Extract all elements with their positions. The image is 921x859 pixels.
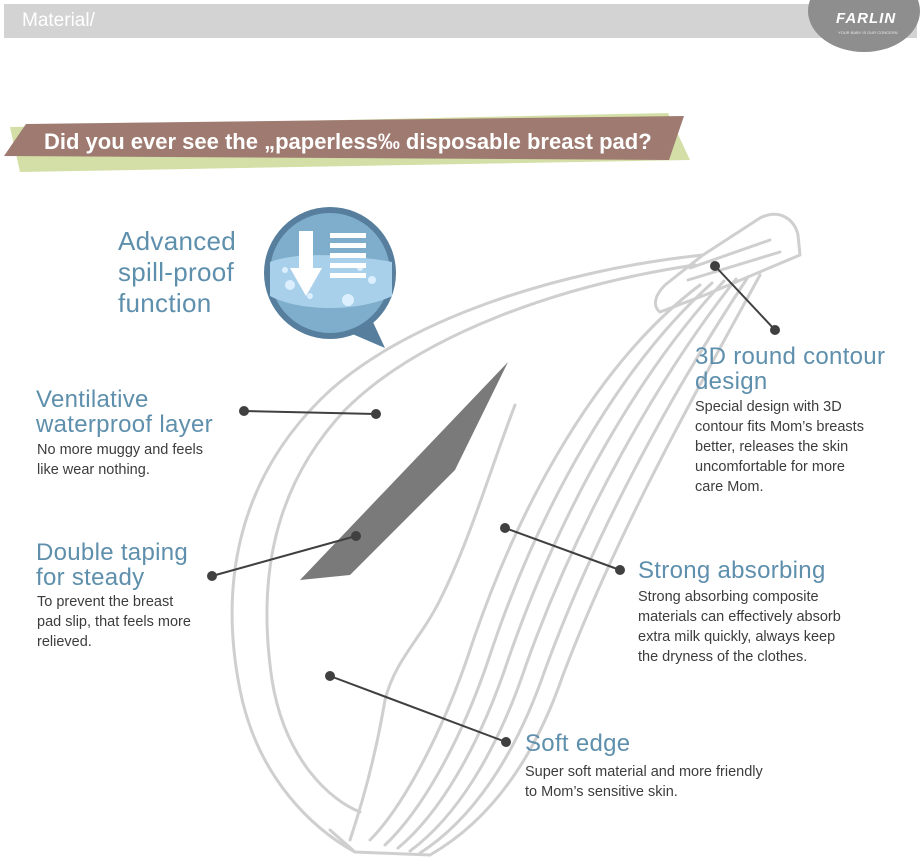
soft-edge-description: Super soft material and more friendly to… [525,762,763,802]
pad-bottom [328,828,432,857]
pad-outer-edge [230,253,705,854]
ventilative-description: No more muggy and feels like wear nothin… [37,440,203,480]
spill-proof-title-line: function [118,288,212,318]
double-taping-description: To prevent the breast pad slip, that fee… [37,592,191,652]
double-taping-title: Double taping for steady [36,540,188,590]
absorbing-desc-line: materials can effectively absorb [638,609,841,625]
double-taping-desc-line: pad slip, that feels more [37,614,191,630]
layer-2 [383,281,714,847]
contour-desc-line: care Mom. [695,479,764,495]
spill-proof-title-line: Advanced [118,226,237,256]
pointer-double-taping [211,535,357,577]
tab-line-1 [688,238,772,270]
logo-text: FARLIN [836,10,897,27]
tab-line-2 [686,250,782,282]
absorbing-desc-line: the dryness of the clothes. [638,649,808,665]
layer-4 [408,277,738,853]
soft-edge-desc-line: to Mom’s sensitive skin. [525,784,678,800]
soft-edge-title: Soft edge [525,731,630,756]
pointer-ventilative [243,410,377,415]
ventilative-title-line: waterproof layer [36,411,213,438]
absorbing-desc-line: extra milk quickly, always keep [638,629,836,645]
pointer-soft-edge [329,675,507,743]
absorbing-title-line: Strong absorbing [638,557,826,584]
contour-title-line: design [695,368,768,395]
adhesive-strip [300,362,508,580]
layer-3 [396,279,726,850]
contour-description: Special design with 3D contour fits Mom’… [695,397,864,497]
pad-tab [653,212,802,314]
pad-inner-edge [265,263,697,814]
banner-brown-ribbon [4,116,684,160]
contour-desc-line: contour fits Mom’s breasts [695,419,864,435]
ventilative-title-line: Ventilative [36,386,149,413]
ventilative-desc-line: No more muggy and feels [37,442,204,458]
soft-edge-desc-line: Super soft material and more friendly [525,764,763,780]
pointer-absorbing [504,527,621,571]
logo-tagline: YOUR BABY IS OUR CONCERN [838,30,898,35]
contour-desc-line: Special design with 3D [695,399,842,415]
contour-desc-line: uncomfortable for more [695,459,845,475]
banner-title: Did you ever see the „paperless‰ disposa… [44,129,652,154]
double-taping-desc-line: relieved. [37,634,92,650]
ventilative-title: Ventilative waterproof layer [36,387,213,437]
double-taping-title-line: Double taping [36,539,189,566]
pad-fold [348,403,517,842]
spill-proof-title: Advanced spill-proof function [118,226,236,319]
layer-6 [428,273,762,857]
absorbing-description: Strong absorbing composite materials can… [638,587,841,667]
double-taping-desc-line: To prevent the breast [37,594,174,610]
absorbing-desc-line: Strong absorbing composite [638,589,819,605]
spill-proof-title-line: spill-proof [118,257,235,287]
contour-title-line: 3D round contour [695,343,886,370]
soft-edge-title-line: Soft edge [525,730,631,757]
breadcrumb: Material/ [22,10,95,31]
contour-title: 3D round contour design [695,344,885,394]
top-bar: Material/ [4,4,917,38]
layer-5 [418,275,750,855]
layer-1 [368,283,702,842]
double-taping-title-line: for steady [36,564,145,591]
ventilative-desc-line: like wear nothing. [37,462,150,478]
pointer-contour [714,265,776,331]
absorbing-title: Strong absorbing [638,558,826,583]
spill-proof-icon [264,207,396,348]
contour-desc-line: better, releases the skin [695,439,849,455]
